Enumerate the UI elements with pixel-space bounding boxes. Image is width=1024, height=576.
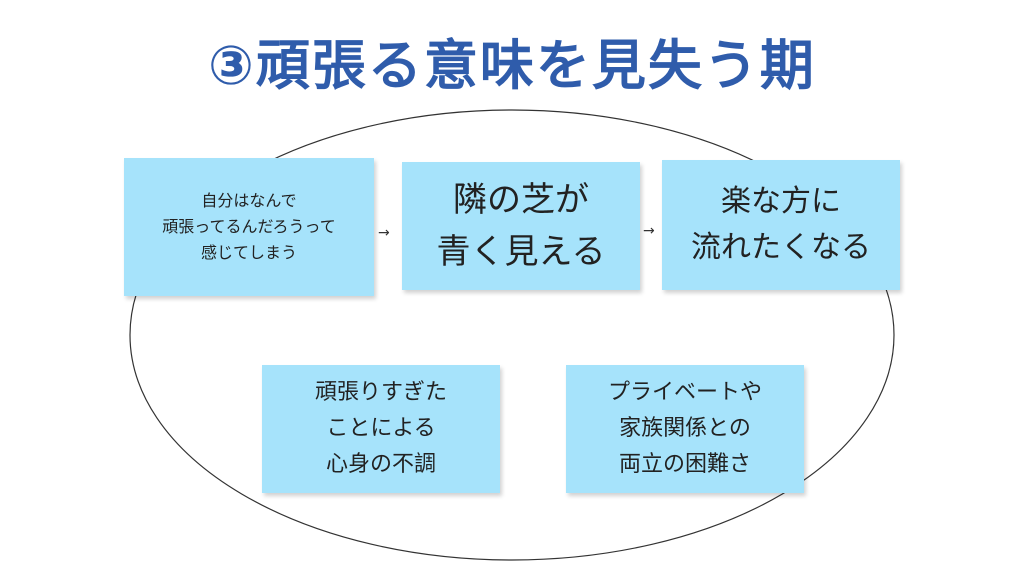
note-feeling-why-working: 自分はなんで 頑張ってるんだろうって 感じてしまう [124, 158, 374, 296]
arrow-1: → [378, 225, 390, 241]
page-title: ③頑張る意味を見失う期 [208, 34, 816, 97]
arrow-2: → [643, 223, 655, 239]
note-easy-path: 楽な方に 流れたくなる [662, 160, 900, 290]
note-work-life-balance: プライベートや 家族関係との 両立の困難さ [566, 365, 804, 493]
note-health-issues: 頑張りすぎた ことによる 心身の不調 [262, 365, 500, 493]
note-grass-greener: 隣の芝が 青く見える [402, 162, 640, 290]
